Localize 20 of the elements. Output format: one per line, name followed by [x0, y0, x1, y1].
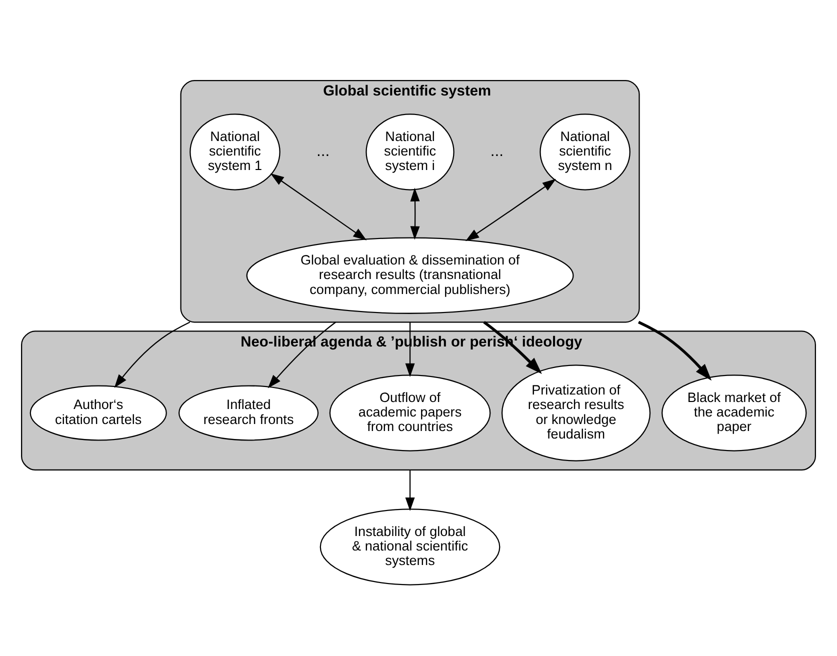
node-ellipse: Black market of the academic paper [662, 374, 807, 452]
arrow [410, 188, 420, 240]
node-ellipse: Instability of global & national scientific systems [320, 508, 500, 586]
arrow [638, 320, 712, 381]
node-ellipse: Outflow of academic papers from countries [329, 374, 491, 452]
arrow [268, 322, 336, 388]
arrow [405, 322, 415, 377]
arrow [405, 470, 415, 512]
arrow [483, 321, 542, 374]
node-ellipse: Author‘s citation cartels [30, 385, 167, 441]
arrow [114, 322, 190, 388]
node-ellipse: Global evaluation & dissemination of research results (transnational company, commercial publishers) [246, 237, 574, 314]
arrow [465, 178, 556, 242]
node-ellipse: National scientific system 1 [190, 114, 280, 190]
arrow [270, 173, 367, 240]
node-ellipse: Privatization of research results or knowledge feudalism [501, 364, 651, 462]
label: ... [490, 143, 504, 160]
label: ... [316, 143, 330, 160]
node-ellipse: Inflated research fronts [178, 385, 319, 441]
node-ellipse: National scientific system i [366, 114, 454, 190]
